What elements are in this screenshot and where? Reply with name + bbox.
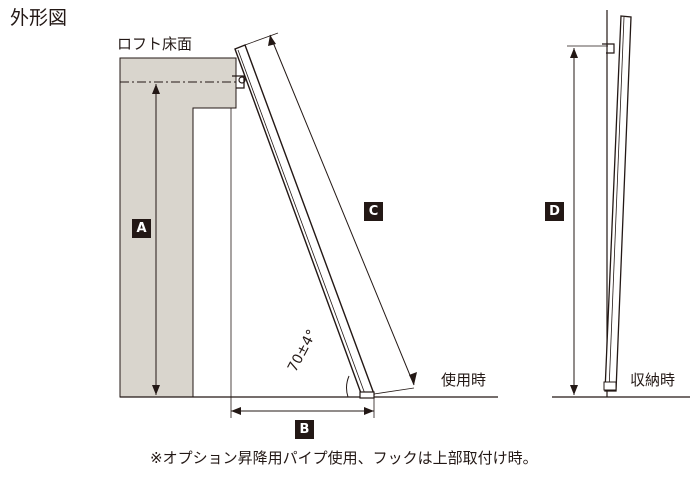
- dimension-a-line: [152, 84, 160, 395]
- ladder-stored-rail: [608, 16, 625, 391]
- storage-label: 収納時: [630, 371, 676, 389]
- ladder-stored: [604, 15, 632, 392]
- dimension-a-badge: A: [132, 219, 151, 238]
- dimension-b-badge: B: [295, 420, 314, 439]
- page-title: 外形図: [10, 7, 68, 29]
- dimension-c-badge: C: [364, 202, 383, 221]
- loft-floor-label: ロフト床面: [117, 35, 193, 53]
- dimension-b-line: [230, 108, 375, 418]
- ladder-rail-inner: [237, 49, 366, 395]
- dimension-d-line: [567, 45, 608, 395]
- hook-icon: [232, 75, 246, 89]
- dimension-c-line: [244, 32, 417, 395]
- footnote: ※オプション昇降用パイプ使用、フックは上部取付け時。: [150, 449, 538, 467]
- angle-arc: [346, 375, 350, 398]
- ladder-foot: [359, 391, 375, 399]
- dimension-d-badge: D: [545, 202, 564, 221]
- in-use-label: 使用時: [441, 371, 487, 389]
- hook-icon-stored: [602, 43, 615, 54]
- ladder-stored-foot: [603, 381, 617, 391]
